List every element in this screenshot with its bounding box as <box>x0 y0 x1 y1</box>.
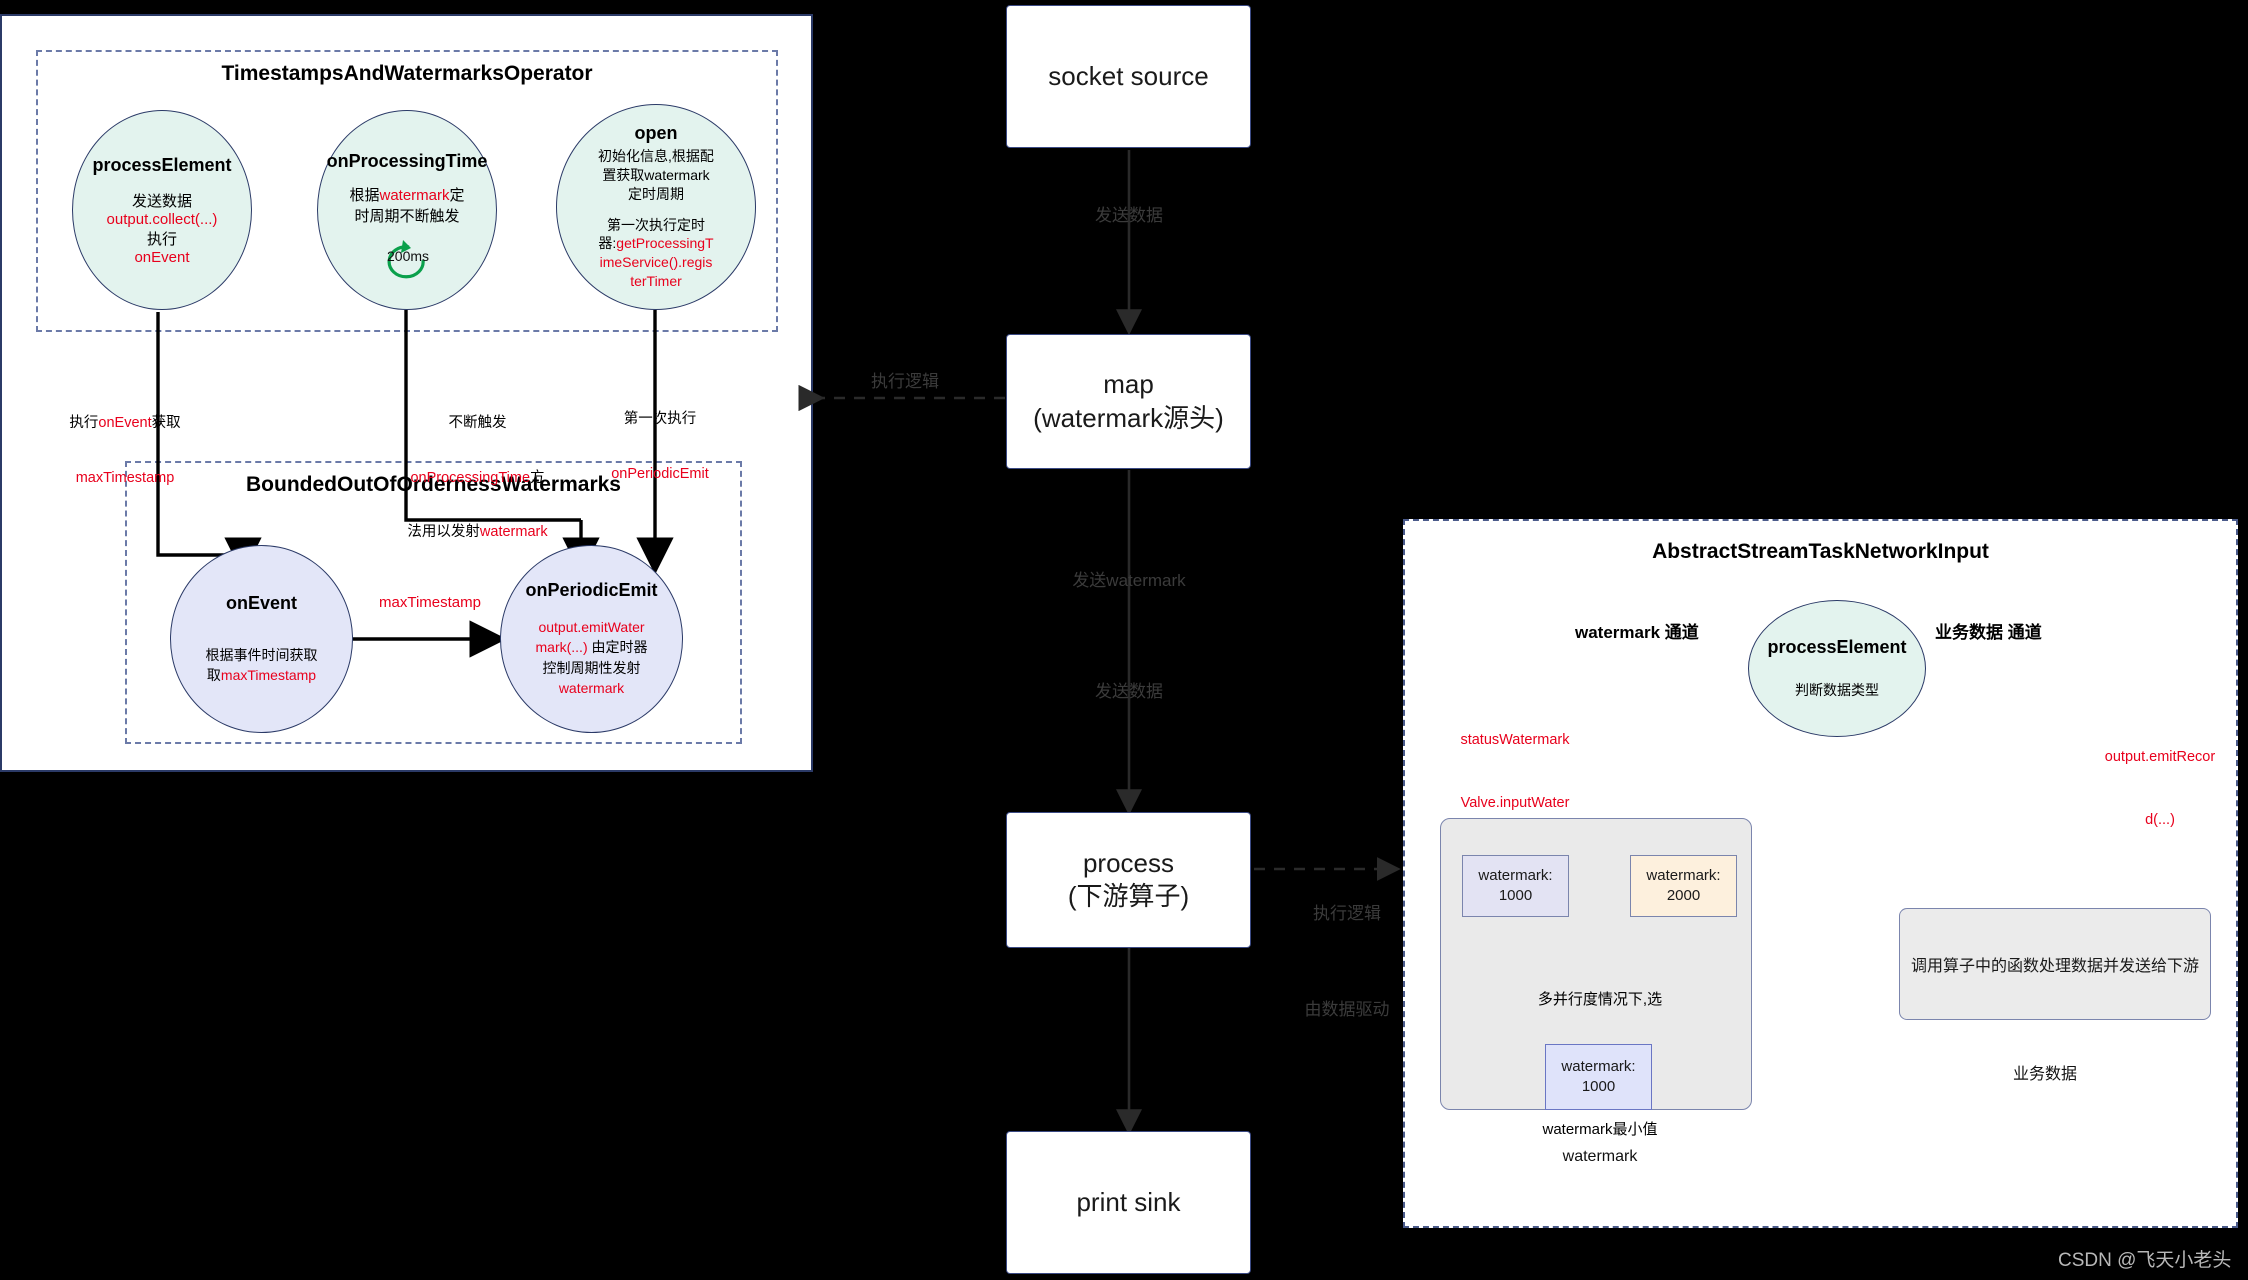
edge-label-line: maxTimestamp <box>75 469 175 486</box>
call-line: d(...) <box>2145 812 2175 829</box>
node-line: mark(...) 由定时器 <box>535 639 648 656</box>
node-line: terTimer <box>630 273 682 290</box>
node-title: onProcessingTime <box>326 150 488 171</box>
watermark-input-box-2000[interactable]: watermark: 2000 <box>1630 855 1737 917</box>
edge-label-processElement-onEvent: 执行onEvent获取 maxTimestamp <box>10 378 240 505</box>
side-link-line: 由数据驱动 <box>1304 1000 1390 1020</box>
node-processElement-right[interactable]: processElement 判断数据类型 <box>1748 600 1926 737</box>
edge-label-open-onPeriodicEmit: 第一次执行 onPeriodicEmit <box>560 374 760 501</box>
node-line-part: watermark <box>379 186 450 204</box>
node-onPeriodicEmit[interactable]: onPeriodicEmit output.emitWater mark(...… <box>500 545 683 733</box>
node-title: open <box>634 122 678 143</box>
call-line: statusWatermark <box>1460 732 1570 749</box>
out-label-watermark: watermark <box>1562 1148 1638 1165</box>
pipeline-arrow-label-send-watermark: 发送watermark <box>1072 571 1186 590</box>
pipeline-node-process[interactable]: process (下游算子) <box>1006 812 1251 948</box>
channel-label-business: 业务数据 通道 <box>1935 623 2042 642</box>
node-line: 发送数据 <box>131 192 192 210</box>
node-line: 执行 <box>146 230 177 248</box>
node-line-part: 定 <box>449 186 465 204</box>
call-line: Valve.inputWater <box>1460 795 1570 812</box>
node-onProcessingTime[interactable]: onProcessingTime 根据watermark定 时周期不断触发 20… <box>317 110 497 310</box>
node-line: 控制周期性发射 <box>542 659 641 676</box>
node-line: 第一次执行定时 <box>607 216 705 233</box>
edge-label-line: onPeriodicEmit <box>611 465 709 482</box>
node-processElement[interactable]: processElement 发送数据 output.collect(...) … <box>72 110 252 310</box>
node-subtitle: 判断数据类型 <box>1795 682 1879 698</box>
side-link-label-map-to-left: 执行逻辑 <box>871 372 939 391</box>
channel-label-watermark: watermark 通道 <box>1575 623 1699 642</box>
node-onEvent[interactable]: onEvent 根据事件时间获取 取maxTimestamp <box>170 545 353 733</box>
pipeline-arrow-label-send-data-2: 发送数据 <box>1095 682 1163 701</box>
pipeline-node-map[interactable]: map (watermark源头) <box>1006 334 1251 469</box>
node-line: 定时周期 <box>628 185 684 202</box>
side-link-label-process-to-right: 执行逻辑 由数据驱动 <box>1262 833 1432 1059</box>
node-line-part: 根据 <box>349 186 380 204</box>
refresh-loop-icon: 200ms <box>375 238 439 284</box>
node-line: output.emitWater <box>538 618 645 635</box>
watermark-value: 2000 <box>1666 887 1701 904</box>
note-line: 多并行度情况下,选 <box>1537 990 1663 1008</box>
csdn-watermark-credit: CSDN @飞天小老头 <box>2058 1250 2232 1271</box>
abstract-stream-task-network-input-title: AbstractStreamTaskNetworkInput <box>1652 540 1989 563</box>
watermark-value: 1000 <box>1581 1078 1616 1095</box>
pipeline-arrow-label-send-data-1: 发送数据 <box>1095 206 1163 225</box>
loop-period-label: 200ms <box>387 247 430 264</box>
node-line: 根据事件时间获取 <box>205 646 318 663</box>
side-link-line: 执行逻辑 <box>1313 903 1381 923</box>
out-label-business-data: 业务数据 <box>2012 1066 2077 1083</box>
watermark-output-box-1000[interactable]: watermark: 1000 <box>1545 1044 1652 1110</box>
watermark-label: watermark: <box>1646 866 1721 884</box>
watermark-value: 1000 <box>1498 887 1533 904</box>
node-title: processElement <box>92 154 232 175</box>
edge-label-maxTimestamp: maxTimestamp <box>379 594 481 611</box>
node-line-2: 时周期不断触发 <box>354 207 460 225</box>
watermark-input-box-1000[interactable]: watermark: 1000 <box>1462 855 1569 917</box>
timestamps-watermarks-operator-title: TimestampsAndWatermarksOperator <box>221 62 593 85</box>
note-line: watermark最小值 <box>1542 1121 1658 1138</box>
node-title: processElement <box>1767 637 1907 657</box>
call-label-output-emitRecord: output.emitRecor d(...) <box>2080 705 2240 852</box>
node-line: 初始化信息,根据配 <box>598 147 714 164</box>
node-line: imeService().regis <box>599 254 713 271</box>
node-title: onEvent <box>225 592 297 613</box>
pipeline-node-print-sink[interactable]: print sink <box>1006 1131 1251 1274</box>
node-line-1: 根据watermark定 <box>349 184 464 205</box>
node-title: onPeriodicEmit <box>525 579 658 600</box>
node-line: watermark <box>558 679 625 696</box>
node-open[interactable]: open 初始化信息,根据配 置获取watermark 定时周期 第一次执行定时… <box>556 104 756 310</box>
edge-label-line: 第一次执行 <box>623 411 697 428</box>
watermark-label: watermark: <box>1478 866 1553 884</box>
call-line: output.emitRecor <box>2104 749 2216 766</box>
edge-label-line: 不断触发 <box>448 415 507 432</box>
node-line: 置获取watermark <box>602 166 710 183</box>
node-line: onEvent <box>134 248 190 266</box>
watermark-label: watermark: <box>1561 1057 1636 1075</box>
node-line: output.collect(...) <box>106 210 218 228</box>
edge-label-onProcessingTime-onPeriodicEmit: 不断触发 onProcessingTime方 法用以发射watermark <box>370 378 585 559</box>
node-line: 器:getProcessingT <box>598 235 714 252</box>
pipeline-node-socket-source[interactable]: socket source <box>1006 5 1251 148</box>
operator-function-box[interactable]: 调用算子中的函数处理数据并发送给下游 <box>1899 908 2211 1020</box>
node-line: 取maxTimestamp <box>206 666 317 683</box>
